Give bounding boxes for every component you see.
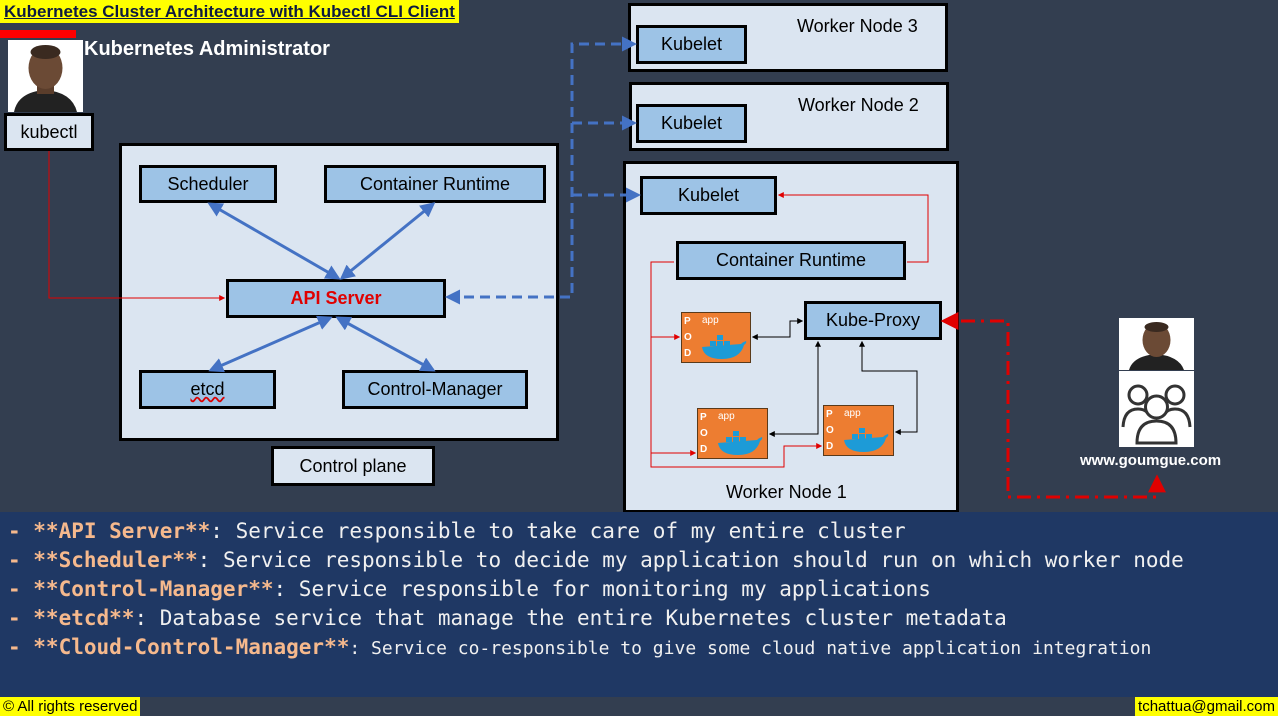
control-plane-label: Control plane bbox=[299, 455, 407, 476]
pod-2[interactable]: P O D app bbox=[697, 408, 768, 459]
worker-node-3-label: Worker Node 3 bbox=[797, 16, 918, 36]
pod-1-letter-p: P bbox=[684, 316, 691, 327]
kube-proxy-label: Kube-Proxy bbox=[825, 310, 921, 330]
api-server-label: API Server bbox=[290, 288, 382, 308]
worker-node-1-label: Worker Node 1 bbox=[726, 482, 847, 502]
worker-node-2-label: Worker Node 2 bbox=[798, 95, 919, 115]
pod-2-letter-p: P bbox=[700, 412, 707, 423]
desc-text: : Service responsible to decide my appli… bbox=[197, 548, 1184, 572]
worker-1-kubelet-label: Kubelet bbox=[677, 185, 740, 205]
descriptions-panel: - **API Server**: Service responsible to… bbox=[0, 512, 1278, 697]
worker-3-kubelet-label: Kubelet bbox=[660, 34, 723, 54]
desc-key: - **API Server** bbox=[8, 519, 211, 543]
pod-3-letter-d: D bbox=[826, 441, 834, 452]
pod-1[interactable]: P O D app bbox=[681, 312, 751, 363]
control-plane-label-box: Control plane bbox=[271, 446, 435, 486]
cp-container-runtime-label: Container Runtime bbox=[359, 173, 511, 194]
docker-whale-icon bbox=[702, 335, 747, 359]
desc-etcd: - **etcd**: Database service that manage… bbox=[8, 606, 1007, 630]
worker-3-kubelet-box[interactable]: Kubelet bbox=[636, 25, 747, 64]
pod-3-app-label: app bbox=[844, 408, 861, 419]
control-manager-label: Control-Manager bbox=[367, 379, 503, 399]
pod-2-app-label: app bbox=[718, 411, 735, 422]
worker-2-kubelet-box[interactable]: Kubelet bbox=[636, 104, 747, 143]
desc-key: - **etcd** bbox=[8, 606, 135, 630]
scheduler-label: Scheduler bbox=[167, 173, 249, 194]
worker-1-container-runtime-box[interactable]: Container Runtime bbox=[676, 241, 906, 280]
users-group-icon bbox=[1119, 371, 1194, 447]
admin-avatar bbox=[8, 40, 83, 112]
desc-key: - **Cloud-Control-Manager** bbox=[8, 635, 350, 659]
desc-key: - **Control-Manager** bbox=[8, 577, 274, 601]
admin-title: Kubernetes Administrator bbox=[84, 38, 330, 60]
etcd-label: etcd bbox=[190, 379, 225, 399]
docker-whale-icon bbox=[844, 428, 889, 452]
kubectl-box[interactable]: kubectl bbox=[4, 113, 94, 151]
desc-api-server: - **API Server**: Service responsible to… bbox=[8, 519, 906, 543]
worker-1-container-runtime-label: Container Runtime bbox=[715, 250, 867, 270]
kubectl-label: kubectl bbox=[20, 121, 78, 142]
pod-1-letter-o: O bbox=[684, 332, 692, 343]
desc-text: : Service co-responsible to give some cl… bbox=[349, 638, 1152, 659]
desc-cloud-control-manager: - **Cloud-Control-Manager**: Service co-… bbox=[8, 635, 1151, 659]
api-server-box[interactable]: API Server bbox=[226, 279, 446, 318]
desc-scheduler: - **Scheduler**: Service responsible to … bbox=[8, 548, 1184, 572]
docker-whale-icon bbox=[718, 431, 763, 455]
email-label[interactable]: tchattua@gmail.com bbox=[1135, 697, 1278, 716]
scheduler-box[interactable]: Scheduler bbox=[139, 165, 277, 203]
desc-key: - **Scheduler** bbox=[8, 548, 198, 572]
website-label[interactable]: www.goumgue.com bbox=[1080, 452, 1222, 469]
desc-control-manager: - **Control-Manager**: Service responsib… bbox=[8, 577, 931, 601]
pod-2-letter-d: D bbox=[700, 444, 708, 455]
pod-2-letter-o: O bbox=[700, 428, 708, 439]
title-accent-bar bbox=[0, 30, 76, 38]
desc-text: : Service responsible to take care of my… bbox=[210, 519, 906, 543]
control-manager-box[interactable]: Control-Manager bbox=[342, 370, 528, 409]
pod-1-letter-d: D bbox=[684, 348, 692, 359]
desc-text: : Database service that manage the entir… bbox=[134, 606, 1007, 630]
etcd-box[interactable]: etcd bbox=[139, 370, 276, 409]
worker-1-kubelet-box[interactable]: Kubelet bbox=[640, 176, 777, 215]
copyright-label: © All rights reserved bbox=[0, 697, 141, 716]
diagram-title: Kubernetes Cluster Architecture with Kub… bbox=[0, 0, 459, 23]
pod-3-letter-o: O bbox=[826, 425, 834, 436]
pod-3[interactable]: P O D app bbox=[823, 405, 894, 456]
desc-text: : Service responsible for monitoring my … bbox=[273, 577, 931, 601]
worker-2-kubelet-label: Kubelet bbox=[660, 113, 723, 133]
pod-3-letter-p: P bbox=[826, 409, 833, 420]
kube-proxy-box[interactable]: Kube-Proxy bbox=[804, 301, 942, 340]
cp-container-runtime-box[interactable]: Container Runtime bbox=[324, 165, 546, 203]
user-avatar bbox=[1119, 318, 1194, 370]
pod-1-app-label: app bbox=[702, 315, 719, 326]
